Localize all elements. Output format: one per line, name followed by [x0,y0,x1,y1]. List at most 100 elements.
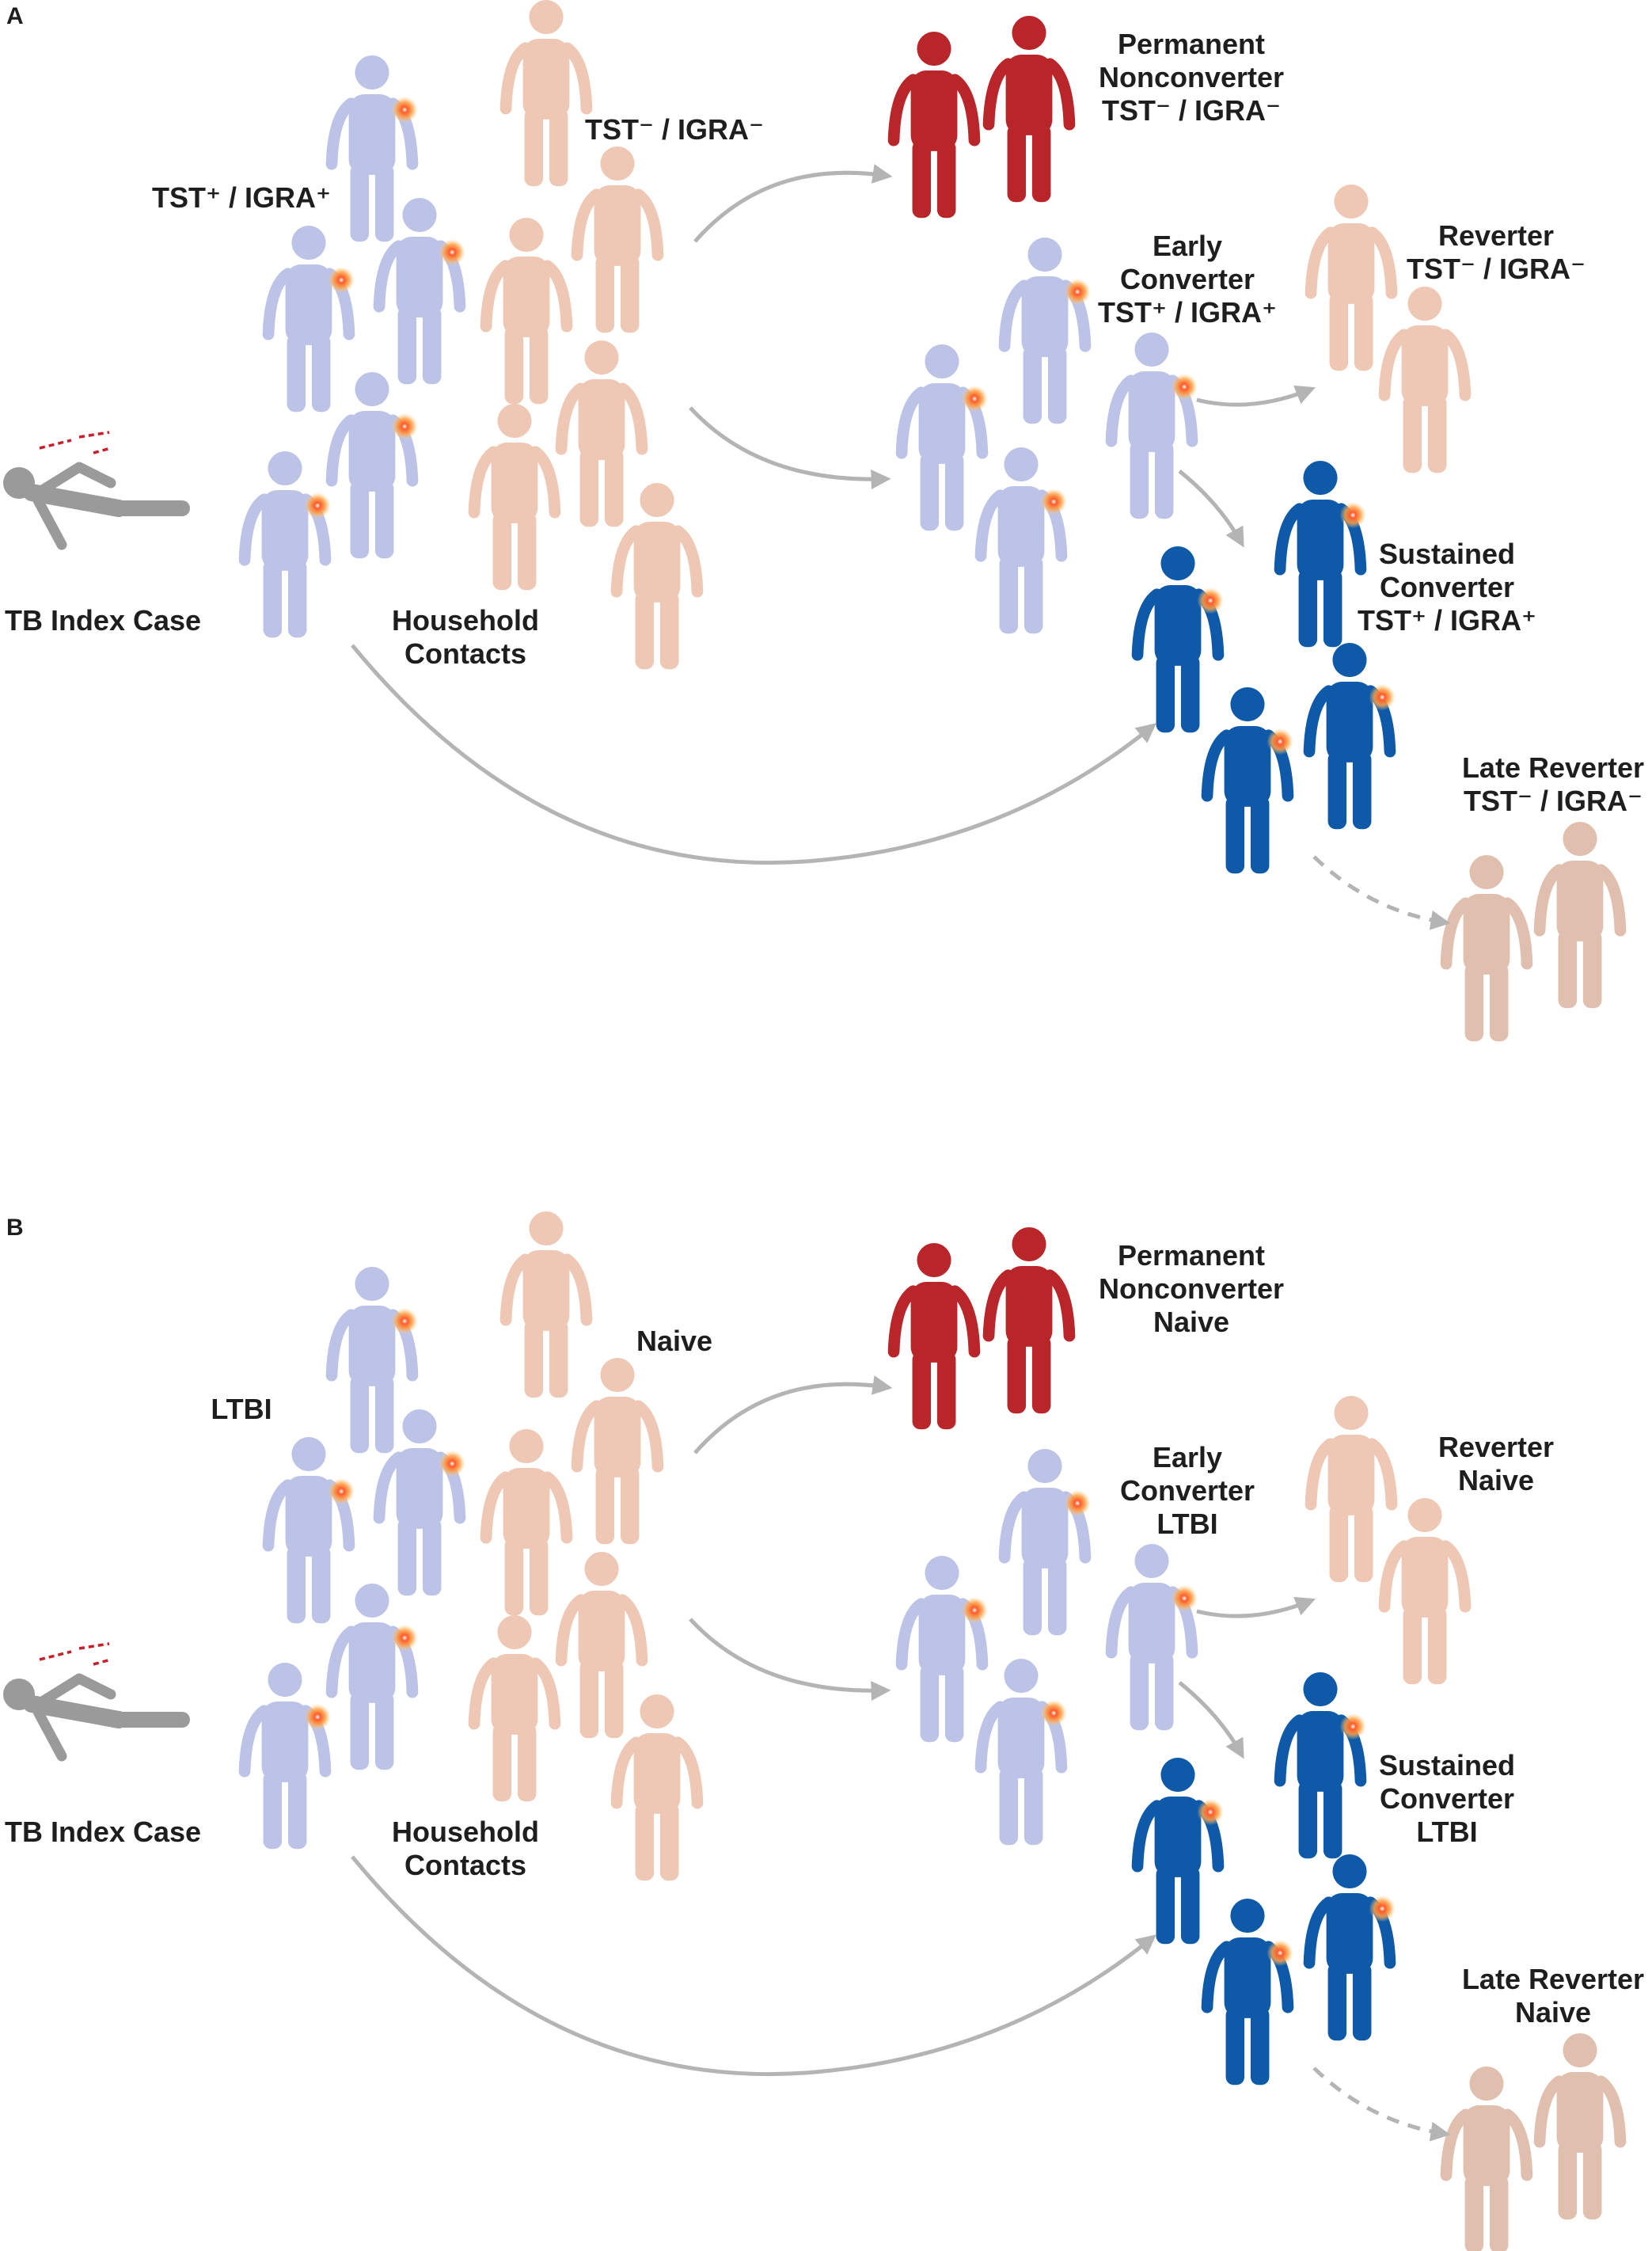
late-reverter-label-line-1: Late Reverter [1462,751,1644,784]
contact-naive-2 [571,1358,664,1545]
infection-spot-icon [1171,373,1198,401]
early-converter-label-line-1: Early [1153,1441,1222,1473]
sustained-converter-2 [1131,1758,1225,1945]
reverter-label-line-2: Naive [1458,1464,1534,1496]
contact-naive-5 [468,404,561,591]
contact-ltbi-4 [325,372,419,559]
group-negative-label: TST⁻ / IGRA⁻ [585,113,764,146]
late-reverter-label-line-2: Naive [1515,1996,1591,2029]
arrow-to-reverter [1196,385,1316,407]
infection-spot-icon [1267,1939,1293,1967]
early-converter-label-line-2: Converter [1120,263,1255,295]
early-converter-3 [1105,1544,1198,1731]
nonconverter-label-line-3: Naive [1153,1306,1229,1338]
infection-spot-icon [391,1624,418,1652]
early-converter-label-line-3: LTBI [1156,1508,1217,1540]
arrow-to-nonconverter [693,1375,893,1454]
contact-ltbi-1 [325,1267,419,1454]
infection-spot-icon [1197,587,1224,614]
early-converter-label-line-1: Early [1153,230,1222,262]
contact-ltbi-3 [373,1409,466,1596]
sustained-converter-3 [1303,1854,1396,2041]
index-case-label: TB Index Case [5,1816,201,1848]
late-reverter-2 [1533,2033,1627,2220]
contact-ltbi-4 [325,1584,419,1770]
infection-spot-icon [1339,501,1366,529]
infection-spot-icon [1197,1798,1224,1826]
reverter-1 [1305,184,1398,371]
sustained-converter-label-line-1: Sustained [1379,538,1515,570]
arrow-index-to-sustained [351,1855,1156,2077]
arrow-to-late-reverter [1312,855,1451,930]
early-converter-1 [998,1449,1092,1636]
contact-naive-1 [499,0,593,187]
infection-spot-icon [304,1703,331,1731]
nonconverter-label-line-1: Permanent [1118,1239,1265,1272]
early-converter-2 [895,344,989,531]
infection-spot-icon [391,413,418,440]
sustained-converter-label-line-2: Converter [1380,1782,1514,1815]
index-case-label: TB Index Case [5,604,201,637]
contact-ltbi-1 [325,55,419,242]
contact-naive-3 [480,218,573,405]
reverter-label-line-1: Reverter [1438,219,1554,252]
arrow-to-reverter [1196,1596,1316,1618]
sustained-converter-label-line-3: TST⁺ / IGRA⁺ [1358,604,1536,637]
group-positive-label: LTBI [211,1393,272,1425]
nonconverter-label-line-1: Permanent [1118,28,1265,60]
contact-ltbi-2 [262,1437,355,1624]
panel-letter: B [6,1215,24,1241]
infection-spot-icon [391,96,418,124]
arrow-to-late-reverter [1312,2067,1451,2142]
contact-ltbi-5 [238,1663,332,1850]
infection-spot-icon [1064,1489,1091,1517]
household-contacts-label-line-1: Household [392,1816,539,1848]
sustained-converter-1 [1274,461,1367,648]
late-reverter-2 [1533,822,1627,1009]
contact-ltbi-3 [373,198,466,385]
tb-index-case-icon [3,431,190,550]
sustained-converter-4 [1201,1899,1294,2086]
panel-b: BTB Index CaseLTBINaiveHouseholdContacts… [3,1211,1644,2251]
arrow-to-nonconverter [693,164,893,243]
early-converter-label-line-2: Converter [1120,1474,1255,1507]
infection-spot-icon [1339,1713,1366,1740]
tb-index-case-icon [3,1642,190,1762]
nonconverter-1 [887,1243,981,1430]
nonconverter-1 [887,32,981,219]
infection-spot-icon [1369,683,1396,711]
infection-spot-icon [961,1596,988,1624]
household-contacts-label-line-2: Contacts [404,1849,526,1881]
infection-spot-icon [391,1307,418,1335]
reverter-label-line-2: TST⁻ / IGRA⁻ [1407,253,1586,285]
group-positive-label: TST⁺ / IGRA⁺ [152,181,331,214]
contact-ltbi-5 [238,451,332,638]
infection-spot-icon [1040,1699,1067,1727]
infection-spot-icon [439,238,465,266]
infection-spot-icon [1369,1895,1396,1922]
arrow-index-to-sustained [351,644,1156,865]
cough-droplets-icon [39,431,112,454]
nonconverter-label-line-3: TST⁻ / IGRA⁻ [1102,94,1281,127]
infection-spot-icon [961,385,988,413]
cough-droplets-icon [39,1642,112,1666]
infection-spot-icon [1171,1584,1198,1612]
sustained-converter-label-line-2: Converter [1380,571,1514,603]
early-converter-4 [974,1659,1068,1846]
reverter-2 [1378,287,1472,473]
infection-spot-icon [304,492,331,519]
early-converter-4 [974,447,1068,634]
late-reverter-1 [1440,2067,1533,2251]
reverter-1 [1305,1396,1398,1583]
contact-naive-1 [499,1211,593,1398]
early-converter-2 [895,1556,989,1743]
infection-spot-icon [1267,728,1293,755]
late-reverter-label-line-1: Late Reverter [1462,1963,1644,1995]
sustained-converter-label-line-3: LTBI [1416,1816,1477,1848]
infection-spot-icon [439,1450,465,1477]
reverter-label-line-1: Reverter [1438,1431,1554,1463]
household-contacts-label-line-1: Household [392,604,539,637]
